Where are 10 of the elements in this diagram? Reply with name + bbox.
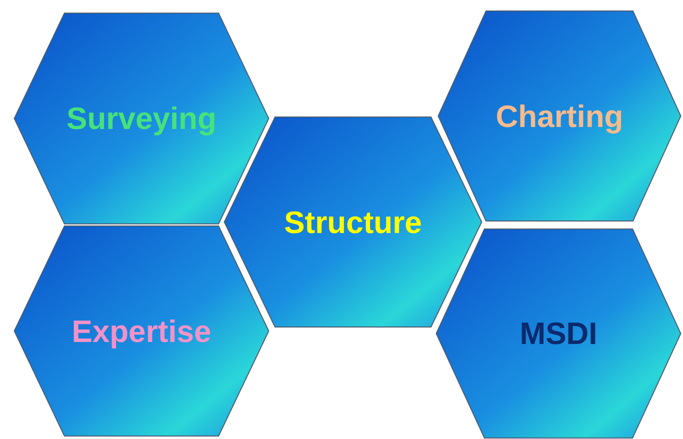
hexagon [13,12,270,225]
hexagon-label: Structure [284,206,422,238]
hexagon [13,225,270,437]
hexagon-label: Charting [496,100,624,132]
hexagon-label: MSDI [520,318,598,349]
hexagon [437,10,682,222]
hexagon-label: Surveying [66,103,216,134]
hexagon-label: Expertise [72,316,212,346]
hexagon [223,116,483,328]
hexagon [435,228,682,439]
